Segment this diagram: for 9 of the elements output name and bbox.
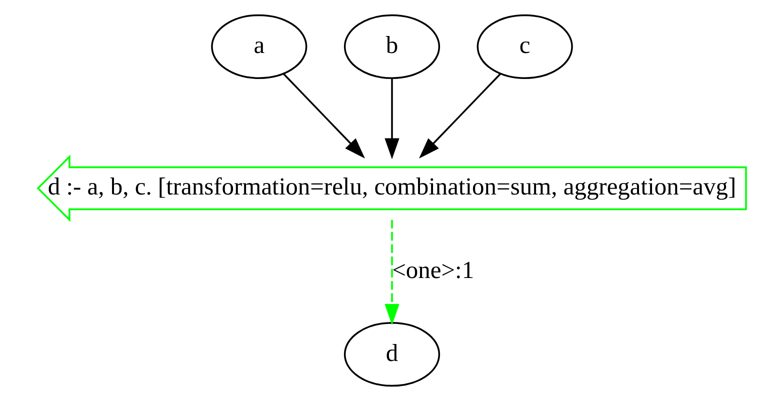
node-ellipse: c xyxy=(476,14,573,79)
arrow xyxy=(384,220,400,326)
arrow xyxy=(419,73,502,158)
arrow xyxy=(282,73,365,158)
node-ellipse: a xyxy=(211,14,308,79)
arrow xyxy=(384,78,400,160)
node-ellipse: b xyxy=(344,14,440,79)
edge-label: <one>:1 xyxy=(392,256,474,284)
node-ellipse: d xyxy=(344,322,440,387)
